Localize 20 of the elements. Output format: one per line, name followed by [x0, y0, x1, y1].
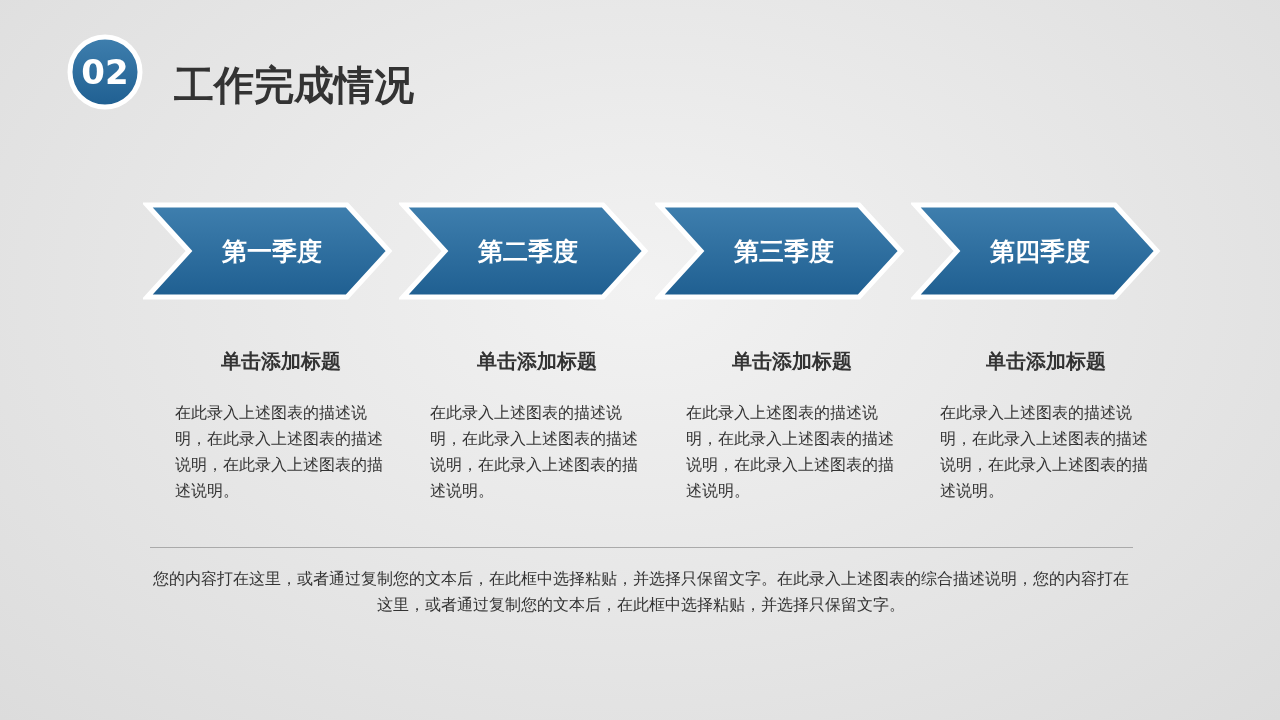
description-text: 在此录入上述图表的描述说明，在此录入上述图表的描述说明，在此录入上述图表的描述说明。 [940, 402, 1149, 502]
section-heading: 单击添加标题 [986, 348, 1106, 375]
section-heading: 单击添加标题 [477, 348, 597, 375]
slide-title: 工作完成情况 [174, 61, 414, 110]
description-text: 在此录入上述图表的描述说明，在此录入上述图表的描述说明，在此录入上述图表的描述说明。 [430, 402, 639, 502]
stage-banner [399, 201, 649, 301]
badge-number: 02 [81, 52, 129, 92]
stage-label: 第二季度 [478, 235, 578, 268]
stage-banner [911, 201, 1161, 301]
number-badge [67, 34, 143, 110]
section-heading: 单击添加标题 [221, 348, 341, 375]
stage-label: 第三季度 [734, 235, 834, 268]
summary-text: 您的内容打在这里，或者通过复制您的文本后，在此框中选择粘贴，并选择只保留文字。在此录入上述图表的综合描述说明，您的内容打在这里，或者通过复制您的文本后，在此框中选择粘贴，并选择只保留文字。 [152, 568, 1130, 616]
description-text: 在此录入上述图表的描述说明，在此录入上述图表的描述说明，在此录入上述图表的描述说明。 [175, 402, 384, 502]
stage-banner [655, 201, 905, 301]
description-text: 在此录入上述图表的描述说明，在此录入上述图表的描述说明，在此录入上述图表的描述说明。 [686, 402, 895, 502]
stage-label: 第四季度 [990, 235, 1090, 268]
stage-banner [143, 201, 393, 301]
section-heading: 单击添加标题 [732, 348, 852, 375]
stage-label: 第一季度 [222, 235, 322, 268]
